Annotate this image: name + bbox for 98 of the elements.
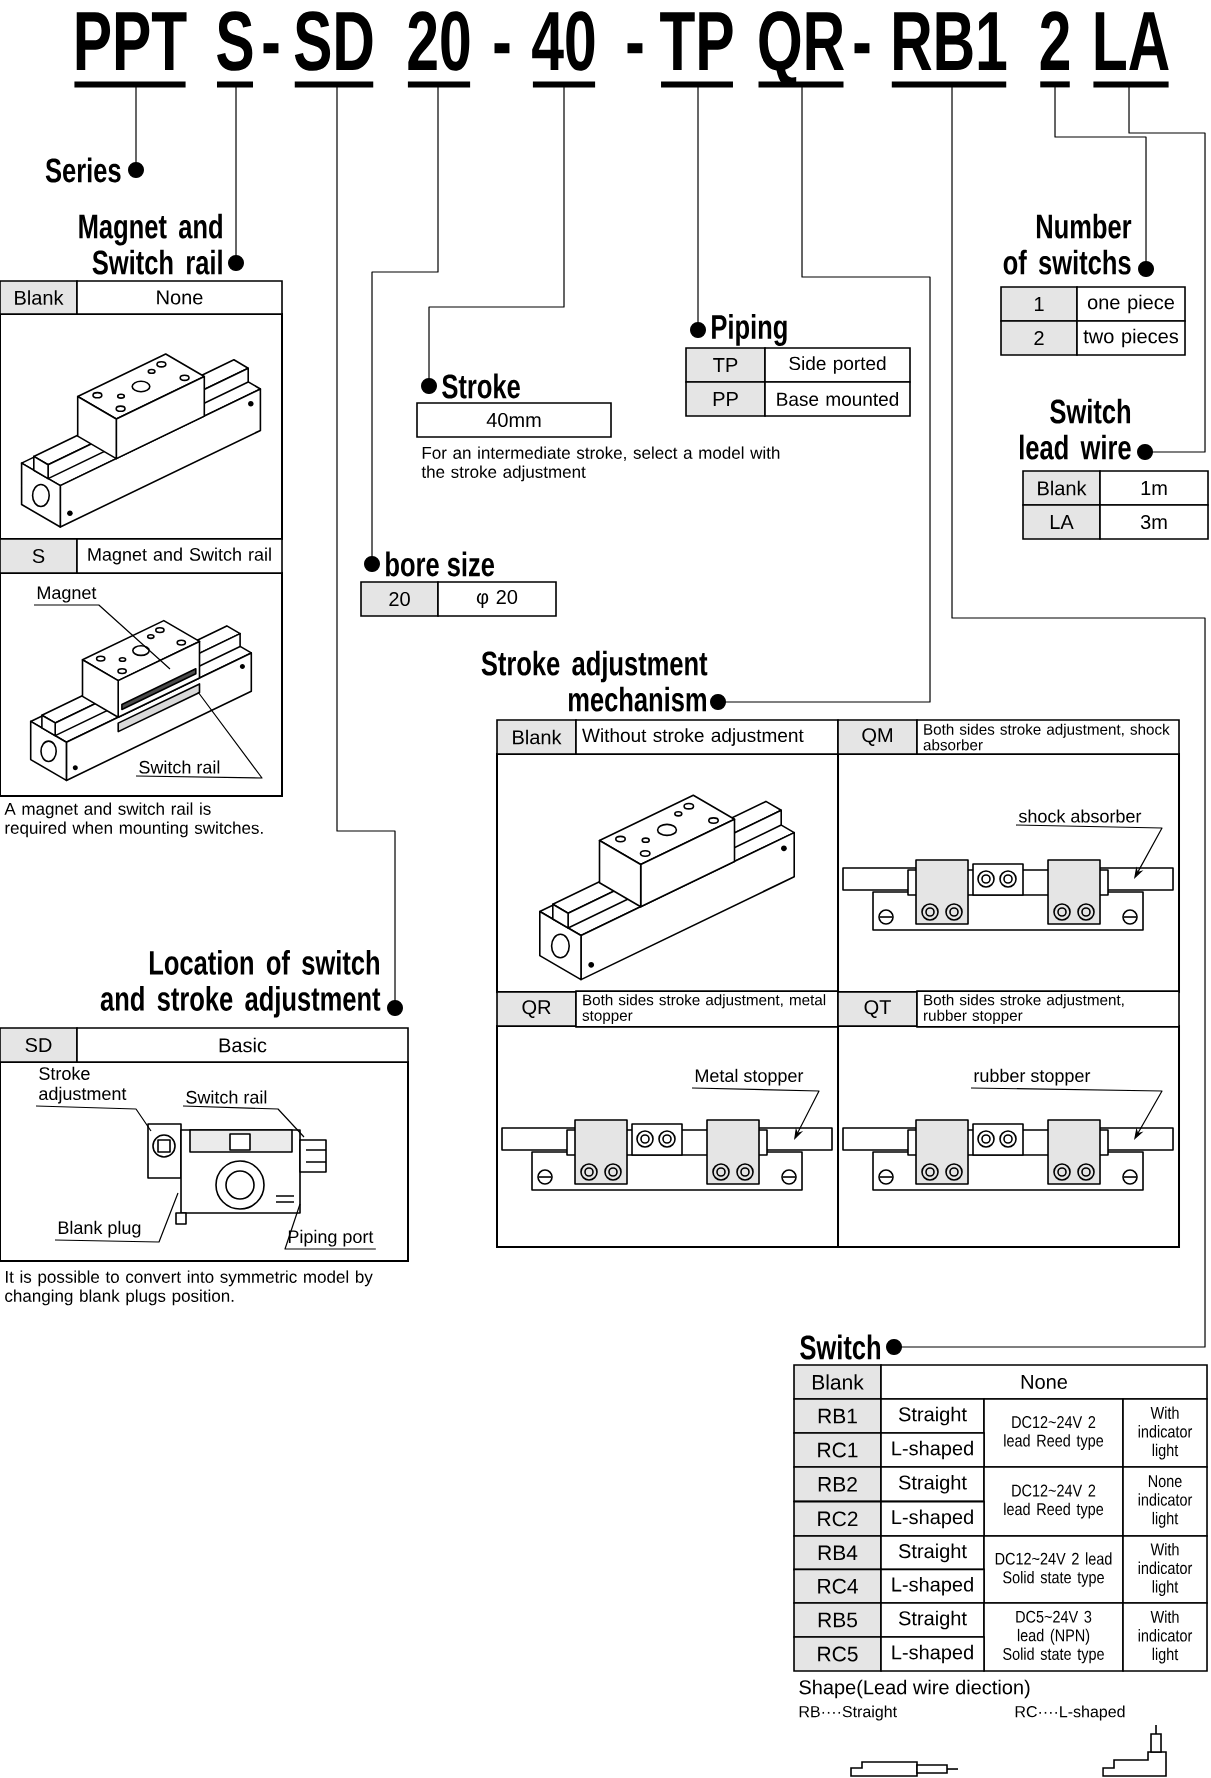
callout-text: shock absorber xyxy=(1018,809,1142,823)
table-cell: With indicator light xyxy=(1122,1602,1208,1672)
caption-text: Shape(Lead wire diection) xyxy=(799,1679,1030,1699)
table-cell: With indicator light xyxy=(1122,1398,1208,1468)
code-segment: 40 xyxy=(532,11,596,88)
table-cell: Straight xyxy=(880,1466,985,1503)
table-cell: Both sides stroke adjustment, shock absorber xyxy=(916,719,1180,755)
section-heading: Switch xyxy=(800,1334,881,1360)
code-cell: 1 xyxy=(1000,286,1078,322)
code-segment: 20 xyxy=(407,11,471,88)
section-heading: Stroke xyxy=(442,373,520,399)
code-segment: SD xyxy=(294,11,374,88)
section-heading: Stroke adjustment mechanism xyxy=(481,650,708,712)
code-cell: QR xyxy=(496,991,577,1027)
dash: - xyxy=(854,43,870,54)
table-cell: Base mounted xyxy=(764,381,911,417)
code-cell: RB5 xyxy=(793,1602,882,1638)
code-cell: TP xyxy=(685,347,766,383)
front-view-drawing xyxy=(147,1123,327,1225)
side-view-drawing xyxy=(842,859,1174,931)
code-cell: QM xyxy=(837,719,918,755)
callout-text: Switch rail xyxy=(186,1090,267,1104)
section-heading: Magnet and Switch rail xyxy=(79,213,222,275)
callout-text: Blank plug xyxy=(58,1220,141,1238)
table-cell: With indicator light xyxy=(1122,1535,1208,1604)
table-cell: L-shaped xyxy=(880,1568,985,1604)
table-cell: L-shaped xyxy=(880,1432,985,1468)
table-cell: two pieces xyxy=(1076,320,1186,356)
code-segment: RB1 xyxy=(891,12,1007,88)
section-heading: Location of switch and stroke adjustment xyxy=(100,949,381,1018)
code-cell: S xyxy=(0,538,78,574)
callout-text: Metal stopper xyxy=(695,1068,804,1086)
code-cell: RC1 xyxy=(793,1432,882,1468)
code-cell: 20 xyxy=(360,581,439,617)
code-cell: Blank xyxy=(496,719,577,755)
section-heading: Switch lead wire xyxy=(1020,398,1131,460)
code-segment: LA xyxy=(1093,12,1169,88)
table-cell: 3m xyxy=(1099,504,1209,540)
code-cell: RC5 xyxy=(793,1636,882,1672)
slide-table-drawing xyxy=(29,619,253,782)
table-cell: Straight xyxy=(880,1398,985,1434)
code-cell: RB2 xyxy=(793,1466,882,1503)
dash: - xyxy=(627,43,643,54)
code-segment: QR xyxy=(758,11,844,88)
code-cell: LA xyxy=(1022,504,1101,540)
table-cell: Straight xyxy=(880,1535,985,1571)
table-cell: 40mm xyxy=(416,402,612,438)
callout-text: rubber stopper xyxy=(974,1068,1091,1086)
leader-line xyxy=(35,1105,152,1132)
table-cell: one piece xyxy=(1076,286,1186,322)
note-text: A magnet and switch rail is required when mounting switches. xyxy=(4,802,263,838)
leader-line xyxy=(33,604,171,670)
table-cell: 1m xyxy=(1099,470,1209,506)
code-cell: RC4 xyxy=(793,1568,882,1604)
section-heading: Piping xyxy=(712,314,787,346)
note-text: For an intermediate stroke, select a model with the stroke adjustment xyxy=(421,446,780,482)
table-cell: Both sides stroke adjustment, rubber stopper xyxy=(916,990,1180,1028)
legend-text: RC····L-shaped xyxy=(1015,1705,1125,1721)
section-heading: Number of switchs xyxy=(1003,213,1132,275)
table-cell: L-shaped xyxy=(880,1500,985,1537)
code-segment: PPT xyxy=(74,12,187,88)
code-cell: Blank xyxy=(0,280,78,315)
table-cell: φ 20 xyxy=(437,581,557,617)
callout-text: Switch rail xyxy=(139,760,220,774)
callout-text: Stroke adjustment xyxy=(39,1066,127,1104)
callout-text: Piping port xyxy=(288,1229,374,1247)
code-segment: TP xyxy=(660,12,733,88)
table-cell: Magnet and Switch rail xyxy=(76,538,283,574)
table-cell: L-shaped xyxy=(880,1636,985,1672)
code-cell: RC2 xyxy=(793,1500,882,1537)
table-cell: None indicator light xyxy=(1122,1466,1208,1537)
code-segment: 2 xyxy=(1040,11,1070,88)
section-heading: bore size xyxy=(386,551,495,577)
code-cell: RB1 xyxy=(793,1398,882,1434)
legend-text: RB····Straight xyxy=(799,1705,897,1721)
section-heading: Series xyxy=(45,157,121,183)
table-cell: Both sides stroke adjustment, metal stopper xyxy=(575,990,839,1028)
code-cell: Blank xyxy=(1022,470,1101,506)
table-cell: None xyxy=(76,280,283,315)
leader-line xyxy=(54,1192,179,1243)
code-cell: RB4 xyxy=(793,1535,882,1571)
side-view-drawing xyxy=(842,1119,1174,1191)
note-text: It is possible to convert into symmetric model by changing blank plugs position. xyxy=(5,1270,373,1306)
table-cell: Without stroke adjustment xyxy=(575,719,839,755)
table-cell: Side ported xyxy=(764,347,911,383)
side-view-drawing xyxy=(501,1119,833,1191)
dash: - xyxy=(263,43,279,54)
leader-line xyxy=(284,1203,377,1250)
table-cell: Straight xyxy=(880,1602,985,1638)
code-cell: SD xyxy=(0,1027,78,1063)
leader-line xyxy=(182,1105,305,1138)
code-cell: Blank xyxy=(793,1364,882,1400)
table-cell: Basic xyxy=(76,1027,409,1063)
dash: - xyxy=(494,43,510,54)
code-cell: 2 xyxy=(1000,320,1078,356)
code-cell: QT xyxy=(837,991,918,1027)
callout-text: Magnet xyxy=(37,586,97,603)
code-cell: PP xyxy=(685,381,766,417)
